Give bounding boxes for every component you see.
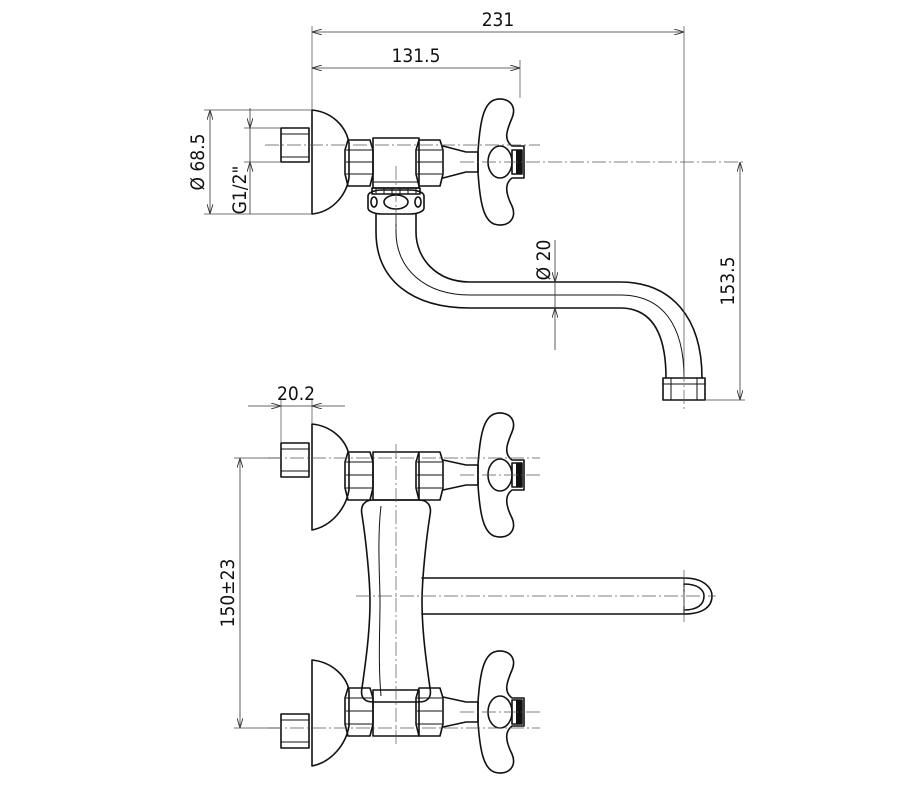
right-hex-nut	[415, 139, 444, 187]
dim-flange-diameter: Ø 68.5	[187, 134, 209, 191]
dim-inlet-depth: 20.2	[277, 383, 315, 405]
left-hex-nut	[344, 139, 374, 187]
dim-inlet-to-handle: 131.5	[392, 45, 441, 67]
dim-center-distance: 150±23	[217, 559, 239, 628]
spout-tube-outer	[375, 213, 667, 379]
spout-top-view	[421, 577, 713, 615]
side-view: 231 131.5 Ø 68.5 G1/2" Ø 20 153.5	[187, 9, 745, 412]
dim-spout-diameter: Ø 20	[533, 240, 555, 281]
wall-flange	[311, 109, 350, 215]
front-view: 20.2 150±23	[217, 383, 716, 774]
dim-thread: G1/2"	[229, 166, 251, 215]
dim-overall-width: 231	[482, 9, 515, 31]
spout-tube-inner	[415, 213, 703, 379]
valve-body	[372, 137, 420, 189]
dim-spout-height: 153.5	[717, 257, 739, 306]
